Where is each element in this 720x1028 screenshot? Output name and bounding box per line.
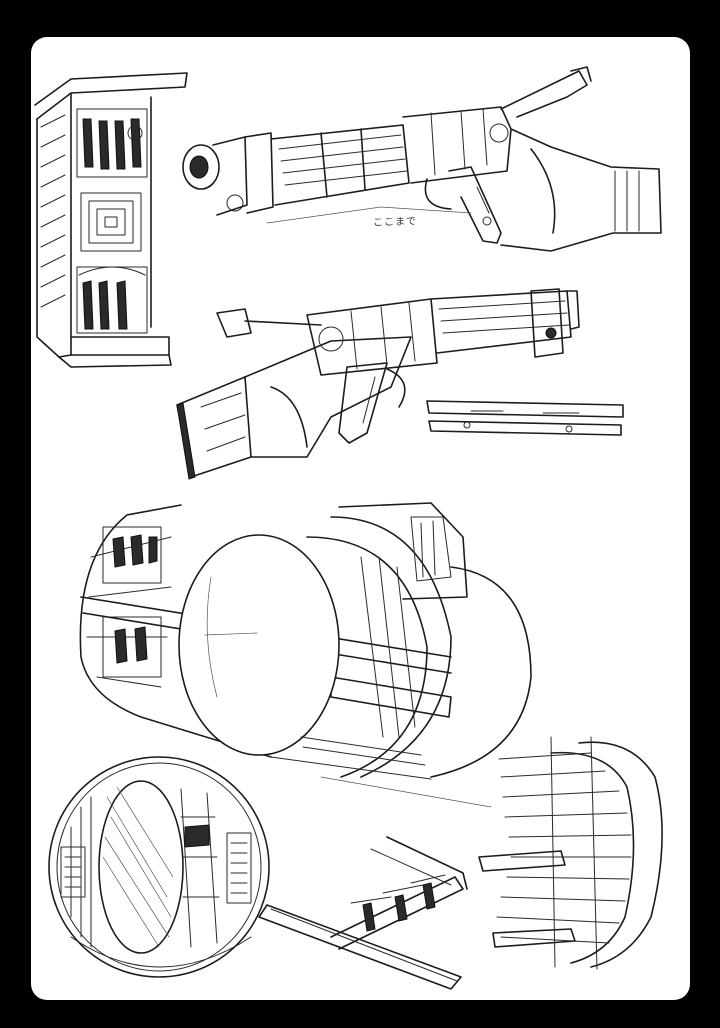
sphere-pod-sketch: [48, 756, 270, 978]
rifle-sketch-middle: [176, 288, 624, 480]
sketch-sheet: ここまで: [31, 37, 690, 1000]
rifle-sketch-top: [182, 66, 662, 252]
weapon-locker-sketch: [34, 72, 188, 368]
rifle-handwritten-note: ここまで: [372, 216, 418, 229]
concept-sketch-drawing: [34, 66, 663, 990]
curved-staircase-sketch: [478, 736, 663, 970]
capsule-pod-sketch: [79, 502, 532, 808]
rail-segment-sketch: [258, 836, 468, 990]
